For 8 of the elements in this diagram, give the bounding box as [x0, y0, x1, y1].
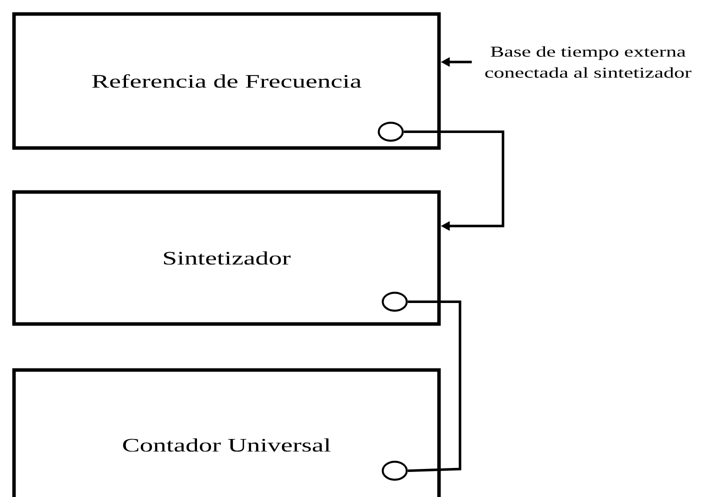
connector-arrow	[404, 130, 504, 231]
connector-circle	[382, 292, 408, 312]
note-text: Base de tiempo externa conectada al sintetizador	[485, 46, 692, 78]
block-box: Sintetizador	[12, 190, 441, 326]
block-box: Referencia de Frecuencia	[12, 12, 441, 150]
connector-circle	[378, 122, 404, 142]
connector-circle	[382, 460, 408, 481]
block-box: Contador Universal	[12, 368, 441, 497]
